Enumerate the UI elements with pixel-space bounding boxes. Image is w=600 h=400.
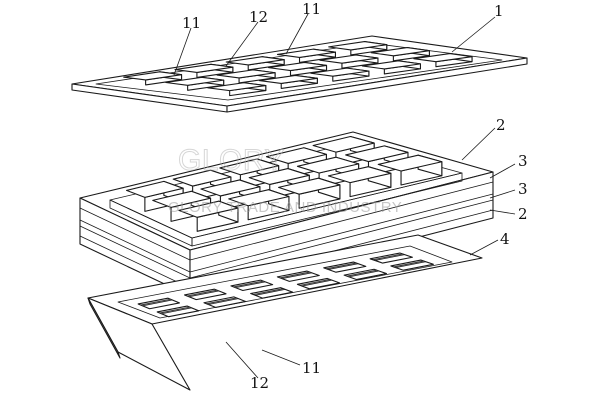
pallet-plate-shade-0-2	[232, 280, 267, 289]
label-part-2-middle: 2	[518, 205, 528, 223]
pallet-plate-shade-0-4	[325, 262, 360, 270]
mold-cavity-1-3-top	[296, 156, 360, 174]
pallet-plate-shade-0-0	[139, 298, 174, 307]
tamper-head-1-3-top	[319, 54, 379, 64]
mold-cavity-2-0-top	[178, 200, 239, 218]
pallet-plate-shade-1-3	[298, 279, 334, 287]
leader-lines	[173, 13, 516, 379]
mold-cavities	[126, 135, 443, 232]
tamper-head-1-2-top	[267, 61, 328, 72]
label-part-2-top: 2	[496, 116, 506, 134]
tamper-head-2-1-top	[258, 74, 318, 84]
mold-cavity-0-1-top	[172, 169, 232, 187]
pallet-plate-shade-1-0	[158, 306, 193, 315]
label-part-3-top: 3	[518, 152, 528, 170]
tamper-head-0-2-top	[225, 56, 285, 66]
mold-cavity-0-4-top	[312, 135, 375, 153]
pallet-plate-shade-0-1	[185, 289, 221, 298]
label-part-12-top: 12	[249, 8, 268, 26]
tamper-head-2-0-top	[207, 82, 267, 92]
pallet-plate-shade-1-2	[251, 288, 287, 296]
mold-cavity-2-2-top	[278, 177, 341, 195]
label-part-3-middle: 3	[518, 180, 528, 198]
watermark-logo: GLORY	[178, 144, 285, 177]
mold-cavity-1-2-top	[248, 168, 310, 186]
watermark-company: GLORY TRADE AND INDUSTRY	[168, 199, 402, 216]
label-part-1: 1	[494, 2, 504, 20]
watermark: GLORY GLORY TRADE AND INDUSTRY	[168, 144, 402, 217]
mold-cavity-1-0-top	[152, 190, 212, 208]
label-part-4: 4	[500, 230, 510, 248]
mold-cavity-0-3-top	[265, 147, 327, 164]
callout-labels: 1 11 12 11 2 3 3 2 4 11 12	[182, 0, 528, 392]
pallet-plate-shade-0-3	[278, 271, 314, 279]
top-plate-tamper-heads	[123, 41, 473, 97]
mold-cavity-1-4-top	[345, 145, 409, 163]
label-part-11-bottom: 11	[302, 359, 321, 377]
tamper-head-2-2-top	[310, 67, 370, 77]
pallet-plate-shade-0-5	[371, 253, 407, 261]
pallet-plate-shade-1-4	[345, 269, 381, 278]
mold-cavity-0-0-top	[126, 180, 184, 198]
pallet-plates	[137, 252, 434, 318]
tamper-head-2-3-top	[361, 60, 422, 70]
top-plate	[71, 35, 528, 113]
tamper-head-0-1-top	[174, 63, 234, 73]
mold-cavity-1-1-top	[200, 179, 261, 197]
tamper-head-0-4-top	[328, 41, 388, 51]
mold-cavity-2-1-top	[228, 189, 290, 207]
tamper-head-0-0-top	[123, 71, 183, 81]
label-part-11-top-left: 11	[182, 14, 201, 32]
tamper-head-0-3-top	[276, 48, 336, 58]
mold-cavity-0-2-top	[219, 158, 280, 176]
mold-cavity-2-4-top	[377, 154, 443, 172]
mold-cavity-2-3-top	[327, 166, 392, 184]
label-part-12-bottom: 12	[250, 374, 269, 392]
pallet-plate-shade-1-1	[205, 297, 240, 305]
tamper-head-2-4-top	[413, 52, 473, 63]
tamper-head-1-1-top	[216, 69, 276, 79]
label-part-11-top-right: 11	[302, 0, 321, 18]
pallet-plate-shade-1-5	[392, 260, 427, 268]
bottom-pallet	[87, 234, 483, 391]
tamper-head-1-0-top	[165, 76, 225, 86]
tamper-head-1-4-top	[370, 47, 430, 57]
